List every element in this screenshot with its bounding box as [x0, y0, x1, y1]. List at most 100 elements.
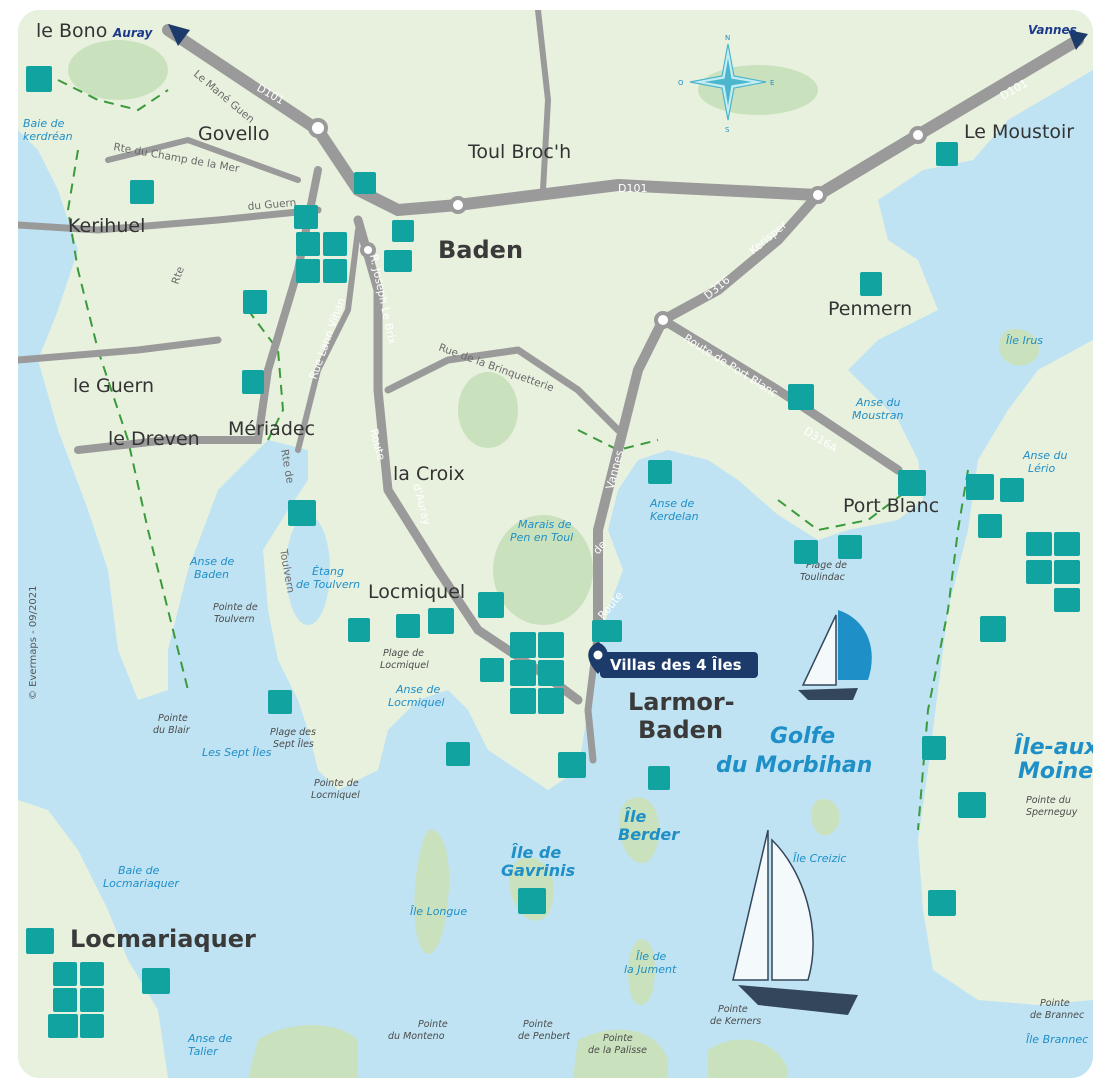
church-icon[interactable] — [936, 142, 958, 166]
mail-icon[interactable] — [1026, 532, 1052, 556]
camping-icon[interactable] — [428, 608, 454, 634]
library-icon[interactable] — [538, 632, 564, 658]
town-le-guern[interactable]: le Guern — [73, 375, 154, 397]
water-baie-locmariaquer-2: Locmariaquer — [103, 877, 180, 890]
dolmen-icon[interactable] — [980, 616, 1006, 642]
town-le-bono[interactable]: le Bono — [36, 20, 107, 42]
forest-patch — [68, 40, 168, 100]
town-toul-broch[interactable]: Toul Broc'h — [467, 141, 571, 163]
town-meriadec[interactable]: Mériadec — [228, 418, 315, 440]
shop-icon[interactable] — [392, 220, 414, 242]
church-icon[interactable] — [510, 632, 536, 658]
sports-icon[interactable] — [592, 620, 622, 642]
info-icon[interactable] — [80, 988, 104, 1012]
church-icon[interactable] — [80, 1014, 104, 1038]
water-golfe-2: du Morbihan — [716, 753, 872, 778]
town-larmor-baden-2[interactable]: Baden — [638, 716, 723, 744]
dolmen-icon[interactable] — [288, 500, 316, 526]
dolmen-icon[interactable] — [26, 66, 52, 92]
mail-icon[interactable] — [53, 962, 77, 986]
mail-icon[interactable] — [296, 259, 320, 283]
water-sports-icon[interactable] — [130, 180, 154, 204]
compass-rose: N E S O — [678, 34, 774, 134]
sailing-icon[interactable] — [794, 540, 818, 564]
beach-icon[interactable] — [978, 514, 1002, 538]
church-icon[interactable] — [242, 370, 264, 394]
dolmen-icon[interactable] — [26, 928, 54, 954]
camping-icon[interactable] — [788, 384, 814, 410]
marker-label: Villas des 4 Îles — [610, 655, 742, 674]
location-marker[interactable]: Villas des 4 Îles — [588, 642, 758, 678]
beach-icon[interactable] — [922, 736, 946, 760]
water-ile-creizic: Île Creizic — [793, 852, 846, 865]
restaurant-icon[interactable] — [1026, 560, 1052, 584]
map-frame[interactable]: N E S O © Evermaps - 09/2021 le Bono Aur… — [18, 10, 1093, 1078]
pointe-locmiquel-1: Pointe de — [314, 778, 359, 789]
island-berder-2: Berder — [618, 825, 680, 844]
restaurant-icon[interactable] — [294, 205, 318, 229]
ferry-icon[interactable] — [898, 470, 926, 496]
mainland — [18, 10, 1093, 790]
beach-icon[interactable] — [268, 690, 292, 714]
church-icon[interactable] — [348, 618, 370, 642]
camping-icon[interactable] — [243, 290, 267, 314]
island-south-2 — [573, 1029, 668, 1078]
town-locmariaquer[interactable]: Locmariaquer — [70, 925, 256, 953]
restaurant-icon[interactable] — [53, 988, 77, 1012]
road-kerihuel — [18, 206, 322, 234]
town-kerihuel[interactable]: Kerihuel — [68, 215, 145, 237]
town-baden[interactable]: Baden — [438, 236, 523, 264]
museum-icon[interactable] — [354, 172, 376, 194]
ferry-icon[interactable] — [142, 968, 170, 994]
ile-irus — [998, 329, 1039, 366]
dolmen-icon[interactable] — [518, 888, 546, 914]
playground-icon[interactable] — [538, 688, 564, 714]
map-canvas[interactable]: N E S O © Evermaps - 09/2021 le Bono Aur… — [18, 10, 1093, 1078]
town-locmiquel[interactable]: Locmiquel — [368, 581, 465, 603]
ferry-icon[interactable] — [558, 752, 586, 778]
ferry-icon[interactable] — [966, 474, 994, 500]
town-le-moustoir[interactable]: Le Moustoir — [964, 121, 1074, 143]
beach-icon[interactable] — [838, 535, 862, 559]
town-larmor-baden-1[interactable]: Larmor- — [628, 688, 735, 716]
museum-icon[interactable] — [1054, 532, 1080, 556]
mail-icon[interactable] — [510, 660, 536, 686]
road-label-d101-b: D101 — [618, 182, 647, 195]
church-icon[interactable] — [860, 272, 882, 296]
town-la-croix[interactable]: la Croix — [393, 463, 465, 485]
beach-icon[interactable] — [396, 614, 420, 638]
camping-icon[interactable] — [478, 592, 504, 618]
playground-icon[interactable] — [323, 259, 347, 283]
restaurant-icon[interactable] — [510, 688, 536, 714]
town-le-dreven[interactable]: le Dreven — [108, 428, 200, 450]
ile-creizic — [811, 799, 840, 836]
pointe-penbert-2: de Penbert — [518, 1031, 571, 1042]
water-baie-kerdrean-2: kerdréan — [23, 130, 73, 143]
sports-icon[interactable] — [384, 250, 412, 272]
sports-icon[interactable] — [48, 1014, 78, 1038]
etang-de-toulvern — [286, 515, 330, 625]
museum-icon[interactable] — [538, 660, 564, 686]
pointe-penbert-1: Pointe — [523, 1019, 553, 1030]
poi-icons — [26, 66, 1080, 1038]
church-icon[interactable] — [648, 766, 670, 790]
dolmen-icon[interactable] — [958, 792, 986, 818]
restaurant-icon[interactable] — [1054, 560, 1080, 584]
info-icon[interactable] — [1000, 478, 1024, 502]
road-d316 — [593, 190, 823, 635]
town-govello[interactable]: Govello — [198, 123, 269, 145]
town-port-blanc[interactable]: Port Blanc — [843, 495, 939, 517]
camping-icon[interactable] — [1054, 588, 1080, 612]
pointe-palisse-1: Pointe — [603, 1033, 633, 1044]
dolmen-icon[interactable] — [928, 890, 956, 916]
museum-icon[interactable] — [80, 962, 104, 986]
water-anse-lerio-1: Anse du — [1022, 449, 1067, 462]
restaurant-icon[interactable] — [480, 658, 504, 682]
beach-icon[interactable] — [648, 460, 672, 484]
beach-icon[interactable] — [446, 742, 470, 766]
town-penmern[interactable]: Penmern — [828, 298, 912, 320]
library-icon[interactable] — [296, 232, 320, 256]
water-anse-kerdelan-1: Anse de — [649, 497, 694, 510]
church-icon[interactable] — [323, 232, 347, 256]
ile-de-la-jument — [628, 939, 655, 1005]
